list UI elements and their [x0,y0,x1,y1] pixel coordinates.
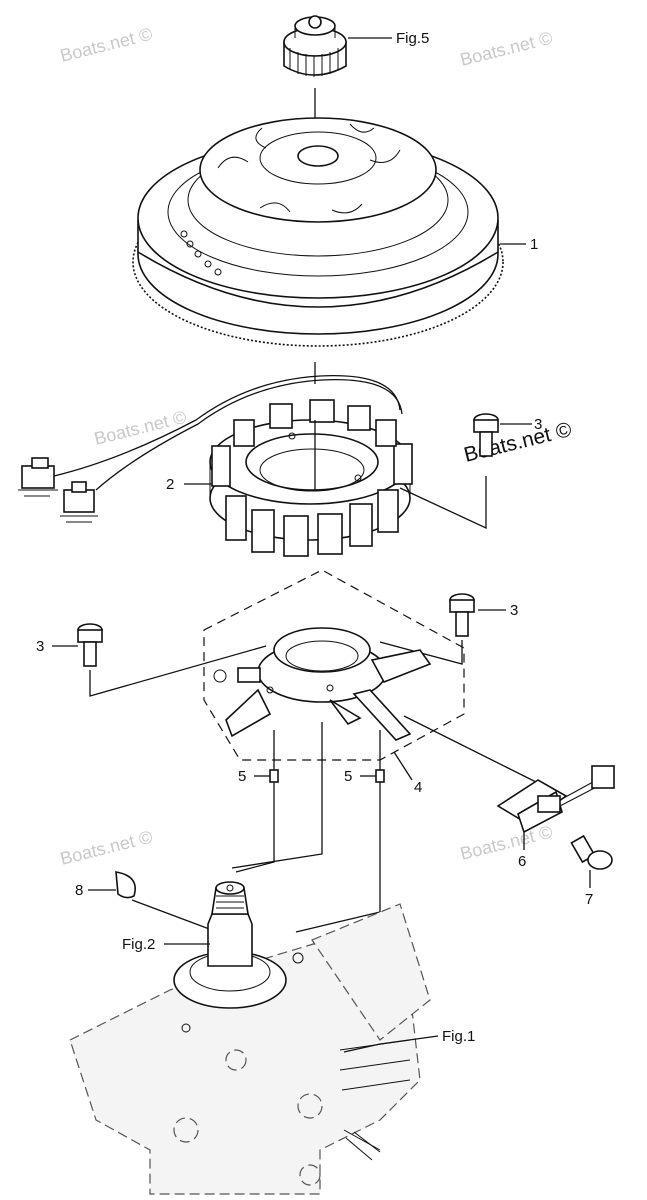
label-3-upper: 3 [534,416,542,433]
watermark-top-left: Boats.net © [58,24,154,66]
dowel-path-left [235,730,275,873]
watermark-top-right: Boats.net © [458,28,554,70]
label-4: 4 [414,779,422,796]
bolt-mid-left [77,623,103,667]
label-8: 8 [75,882,83,899]
dowel-path-right [295,730,381,933]
watermark-lower-left: Boats.net © [58,827,154,869]
bolt-path-right [379,640,463,665]
label-5-left: 5 [238,768,246,785]
pulser-coil [496,765,615,834]
pulser-wire-leader [403,715,541,785]
dowel-pin-right [375,769,385,783]
crankcase-assembly [69,903,431,1195]
flywheel [132,117,504,347]
label-3-left: 3 [36,638,44,655]
watermark-mid-left: Boats.net © [92,407,188,449]
label-1: 1 [530,236,538,253]
label-7: 7 [585,891,593,908]
label-fig5: Fig.5 [396,30,429,47]
stator-bracket [213,627,432,741]
watermark-lower-right: Boats.net © [458,822,554,864]
stator-wiring-harness [18,374,403,523]
leader-fig1 [343,1035,439,1053]
bolt-path-left [89,645,267,697]
axis-line-bracket-crank [231,722,323,869]
label-fig2: Fig.2 [122,936,155,953]
flywheel-nut [283,15,347,77]
label-fig1: Fig.1 [442,1028,475,1045]
bolt-mid-right [449,593,475,637]
dowel-pin-left [269,769,279,783]
stator [209,399,413,557]
bolt-path-upper [399,476,487,530]
pulser-screw [570,834,613,870]
leader-4 [393,751,413,781]
label-6: 6 [518,853,526,870]
bracket-outline [203,569,465,761]
label-5-right: 5 [344,768,352,785]
bolt-upper-right [473,413,499,457]
label-3-right: 3 [510,602,518,619]
key-path [131,899,213,931]
woodruff-key [115,871,136,899]
label-2: 2 [166,476,174,493]
crankshaft [207,881,253,967]
